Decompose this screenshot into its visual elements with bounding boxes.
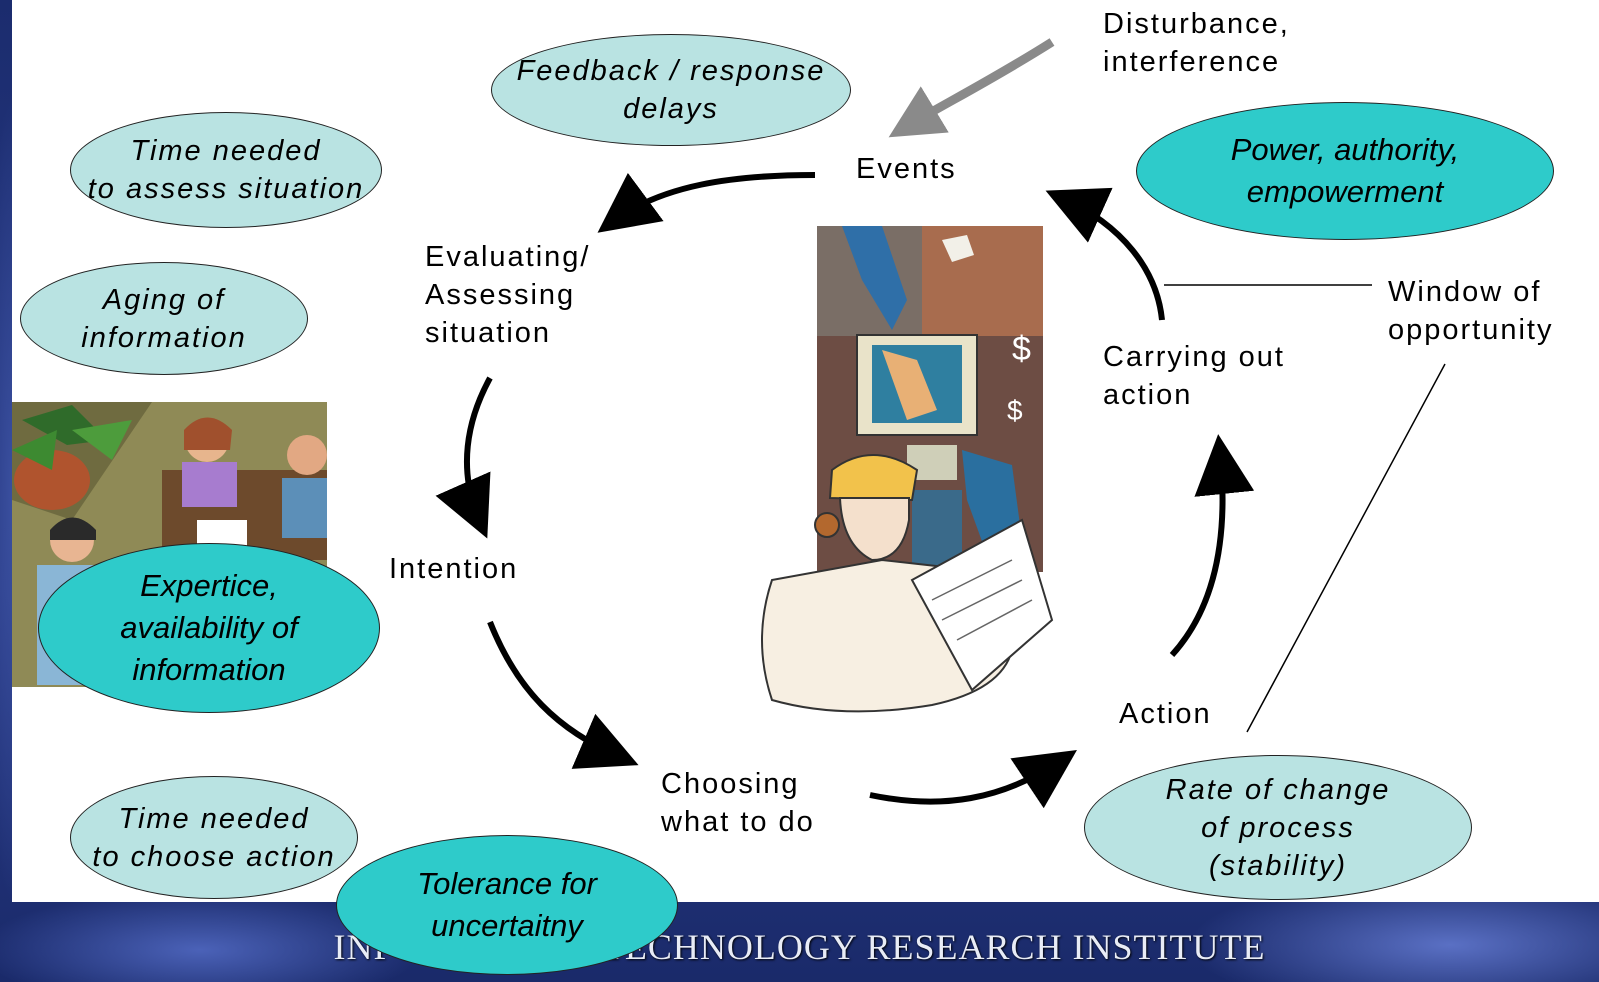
arrow-intention-to-choosing — [487, 620, 639, 769]
stage-intention: Intention — [389, 553, 519, 585]
stage-carrying-out: Carrying out action — [1103, 341, 1285, 411]
slide-canvas: $ $ Events Evaluating/ — [12, 0, 1599, 902]
factor-aging-information: Aging of information — [20, 262, 308, 375]
disturbance-arrow — [888, 38, 1055, 138]
factor-rate-of-change: Rate of change of process (stability) — [1084, 755, 1472, 900]
stage-events: Events — [856, 153, 957, 185]
arrow-action-to-carrying — [1169, 434, 1255, 658]
arrow-carrying-to-events — [1045, 187, 1165, 321]
factor-expertise: Expertice, availability of information — [38, 543, 380, 713]
cycle-arrows — [435, 172, 1255, 809]
disturbance-label: Disturbance, interference — [1103, 8, 1290, 78]
factor-feedback-delays: Feedback / response delays — [491, 34, 851, 146]
footer-text: INFORMATION TECHNOLOGY RESEARCH INSTITUT… — [333, 927, 1266, 967]
factor-time-choose: Time needed to choose action — [70, 776, 358, 899]
factor-time-assess: Time needed to assess situation — [70, 112, 382, 228]
stage-action: Action — [1119, 698, 1212, 730]
footer-banner: INFORMATION TECHNOLOGY RESEARCH INSTITUT… — [0, 905, 1599, 982]
arrow-choosing-to-action — [869, 750, 1077, 809]
factor-power-authority: Power, authority, empowerment — [1136, 102, 1554, 240]
arrow-events-to-evaluating — [597, 172, 816, 233]
factor-tolerance-uncertainty: Tolerance for uncertaitny — [336, 835, 678, 975]
svg-text:$: $ — [1007, 395, 1023, 426]
stage-choosing: Choosing what to do — [661, 768, 815, 838]
window-line-diagonal — [1246, 363, 1446, 733]
diagram-graphics: $ $ — [12, 38, 1446, 809]
arrow-evaluating-to-intention — [435, 376, 493, 539]
window-of-opportunity-label: Window of opportunity — [1388, 276, 1554, 346]
stage-evaluating: Evaluating/ Assessing situation — [425, 241, 591, 349]
worker-with-blueprint-clipart: $ $ — [761, 226, 1054, 713]
svg-text:$: $ — [1012, 330, 1031, 368]
